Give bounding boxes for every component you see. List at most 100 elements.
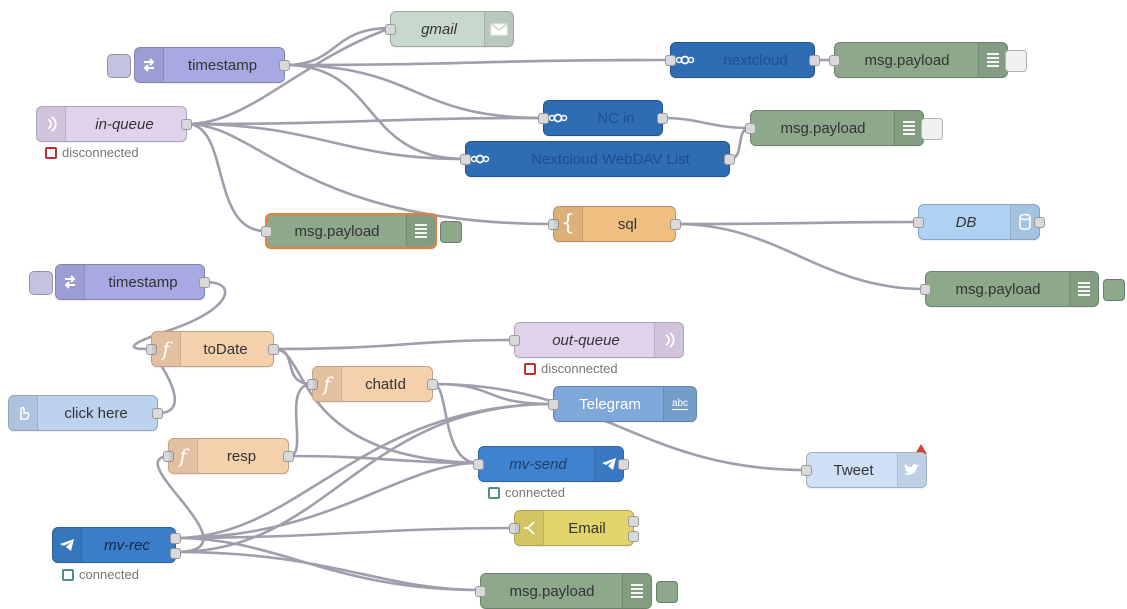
- mv-send-telegram-sender-node[interactable]: mv-send: [473, 446, 629, 482]
- node-label: toDate: [203, 340, 248, 358]
- input-port[interactable]: [548, 219, 559, 230]
- node-label: Telegram: [579, 395, 641, 413]
- output-port[interactable]: [724, 154, 735, 165]
- output-port[interactable]: [268, 344, 279, 355]
- out-queue-node[interactable]: out-queue: [509, 322, 684, 358]
- output-port[interactable]: [181, 119, 192, 130]
- input-port[interactable]: [261, 226, 272, 237]
- output-port[interactable]: [809, 55, 820, 66]
- debug-node[interactable]: msg.payload: [261, 213, 437, 249]
- output-port[interactable]: [618, 459, 629, 470]
- wire: [174, 402, 555, 554]
- input-port[interactable]: [913, 217, 924, 228]
- node-label: timestamp: [108, 273, 178, 291]
- brace-icon: {: [554, 207, 583, 241]
- input-port[interactable]: [745, 123, 756, 134]
- wire: [674, 220, 920, 226]
- output-port[interactable]: [279, 60, 290, 71]
- status-indicator: [45, 146, 57, 159]
- input-port[interactable]: [829, 55, 840, 66]
- paper-plane-icon: [53, 528, 82, 562]
- telegram-node[interactable]: Telegram abc: [548, 386, 697, 422]
- email-switch-node[interactable]: Email: [509, 510, 639, 546]
- nextcloud-icon: [466, 142, 494, 176]
- input-port[interactable]: [801, 465, 812, 476]
- in-queue-node[interactable]: in-queue: [36, 106, 192, 142]
- mv-rec-telegram-receiver-node[interactable]: mv-rec: [52, 527, 181, 563]
- output-port[interactable]: [199, 277, 210, 288]
- input-port[interactable]: [163, 451, 174, 462]
- input-port[interactable]: [509, 523, 520, 534]
- output-port[interactable]: [1034, 217, 1045, 228]
- click-here-inject-node[interactable]: click here: [8, 395, 163, 431]
- debug-node[interactable]: msg.payload: [920, 271, 1099, 307]
- wire: [174, 526, 516, 540]
- status-indicator: [488, 486, 500, 499]
- node-label: mv-send: [509, 455, 567, 473]
- todate-function-node[interactable]: f toDate: [146, 331, 279, 367]
- wire: [287, 454, 480, 465]
- output-port[interactable]: [427, 379, 438, 390]
- abc-icon: abc: [663, 387, 696, 421]
- timestamp-inject-node[interactable]: timestamp: [134, 47, 290, 83]
- input-port[interactable]: [538, 113, 549, 124]
- input-port[interactable]: [385, 24, 396, 35]
- wire: [283, 58, 672, 67]
- nc-in-node[interactable]: NC in: [538, 100, 668, 136]
- output-port[interactable]: [283, 451, 294, 462]
- output-port[interactable]: [628, 516, 639, 527]
- input-port[interactable]: [473, 459, 484, 470]
- wire: [174, 550, 482, 592]
- inject-trigger-button[interactable]: [107, 54, 131, 78]
- debug-toggle-button[interactable]: [1005, 50, 1027, 72]
- timestamp-inject-node[interactable]: timestamp: [55, 264, 210, 300]
- input-port[interactable]: [509, 335, 520, 346]
- output-port[interactable]: [628, 531, 639, 542]
- arrow-icon: [135, 48, 164, 82]
- input-port[interactable]: [307, 379, 318, 390]
- status-indicator: [62, 568, 74, 581]
- wire: [283, 26, 393, 67]
- wire: [185, 26, 393, 126]
- node-label: nextcloud: [723, 51, 788, 69]
- output-port[interactable]: [170, 533, 181, 544]
- debug-node[interactable]: msg.payload: [475, 573, 652, 609]
- wire: [431, 382, 808, 472]
- debug-toggle-button[interactable]: [1103, 279, 1125, 301]
- input-port[interactable]: [460, 154, 471, 165]
- nextcloud-webdav-list-node[interactable]: Nextcloud WebDAV List: [460, 141, 735, 177]
- output-port[interactable]: [670, 219, 681, 230]
- debug-node[interactable]: msg.payload: [745, 110, 924, 146]
- output-port[interactable]: [170, 548, 181, 559]
- output-port[interactable]: [657, 113, 668, 124]
- chatid-function-node[interactable]: f chatId: [307, 366, 438, 402]
- wire: [132, 280, 227, 351]
- node-label: DB: [955, 213, 977, 231]
- input-port[interactable]: [146, 344, 157, 355]
- resp-function-node[interactable]: f resp: [163, 438, 294, 474]
- debug-toggle-button[interactable]: [440, 221, 462, 243]
- node-label: Nextcloud WebDAV List: [531, 150, 690, 168]
- input-port[interactable]: [548, 399, 559, 410]
- debug-node[interactable]: msg.payload: [829, 42, 1008, 78]
- output-port[interactable]: [152, 408, 163, 419]
- inject-trigger-button[interactable]: [29, 271, 53, 295]
- debug-toggle-button[interactable]: [921, 118, 943, 140]
- debug-toggle-button[interactable]: [656, 581, 678, 603]
- node-label: resp: [226, 447, 257, 465]
- status-text: connected: [79, 567, 139, 582]
- radio-icon: [654, 323, 683, 357]
- input-port[interactable]: [920, 284, 931, 295]
- list-icon: [406, 215, 435, 247]
- tweet-node[interactable]: Tweet: [801, 452, 927, 488]
- wire: [185, 122, 555, 226]
- status-indicator: [524, 362, 536, 375]
- gmail-node[interactable]: gmail: [385, 11, 514, 47]
- node-label: gmail: [421, 20, 457, 38]
- db-node[interactable]: DB: [913, 204, 1045, 240]
- sql-template-node[interactable]: { sql: [548, 206, 681, 242]
- input-port[interactable]: [475, 586, 486, 597]
- nextcloud-node[interactable]: nextcloud: [665, 42, 820, 78]
- bird-icon: [897, 453, 926, 487]
- input-port[interactable]: [665, 55, 676, 66]
